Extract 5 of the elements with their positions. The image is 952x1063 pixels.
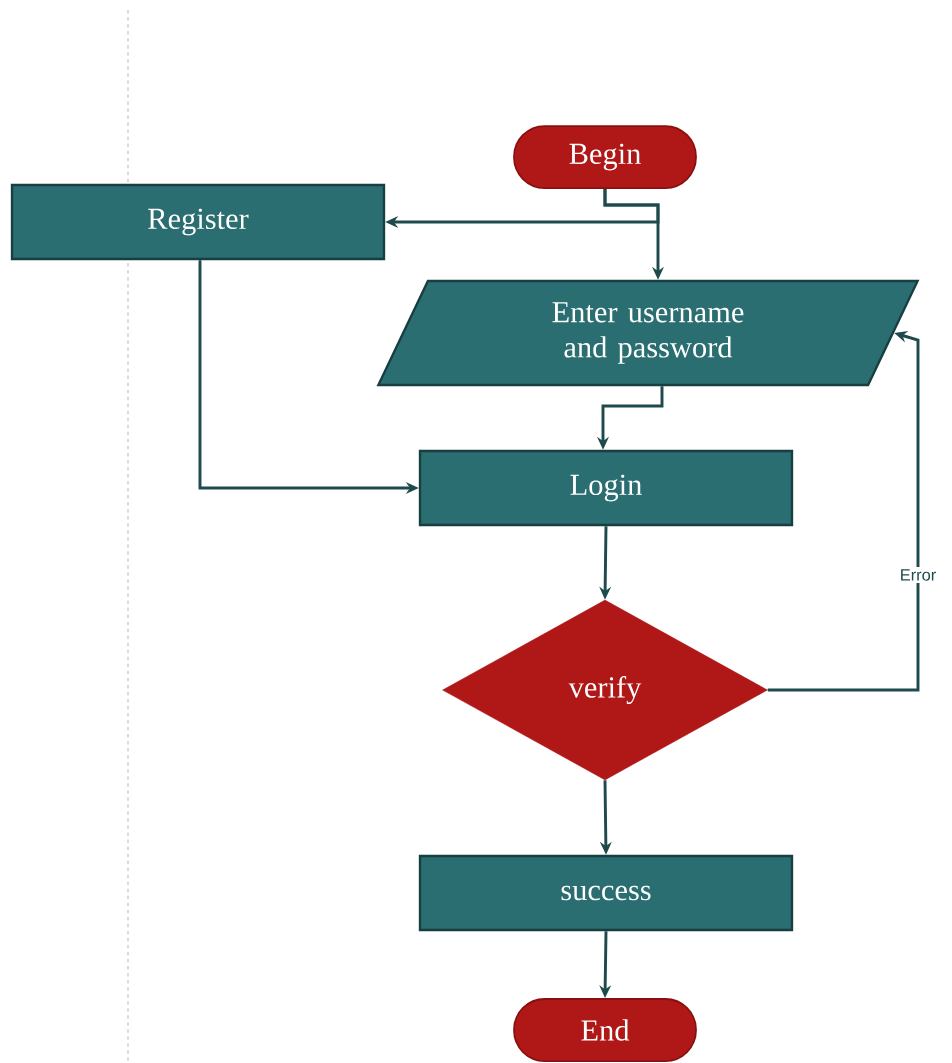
- terminal-pill: Begin: [513, 125, 697, 189]
- terminal-pill: End: [513, 998, 697, 1062]
- process-box: Register: [10, 183, 386, 261]
- process-box: success: [418, 854, 794, 932]
- process-box: Login: [418, 449, 794, 527]
